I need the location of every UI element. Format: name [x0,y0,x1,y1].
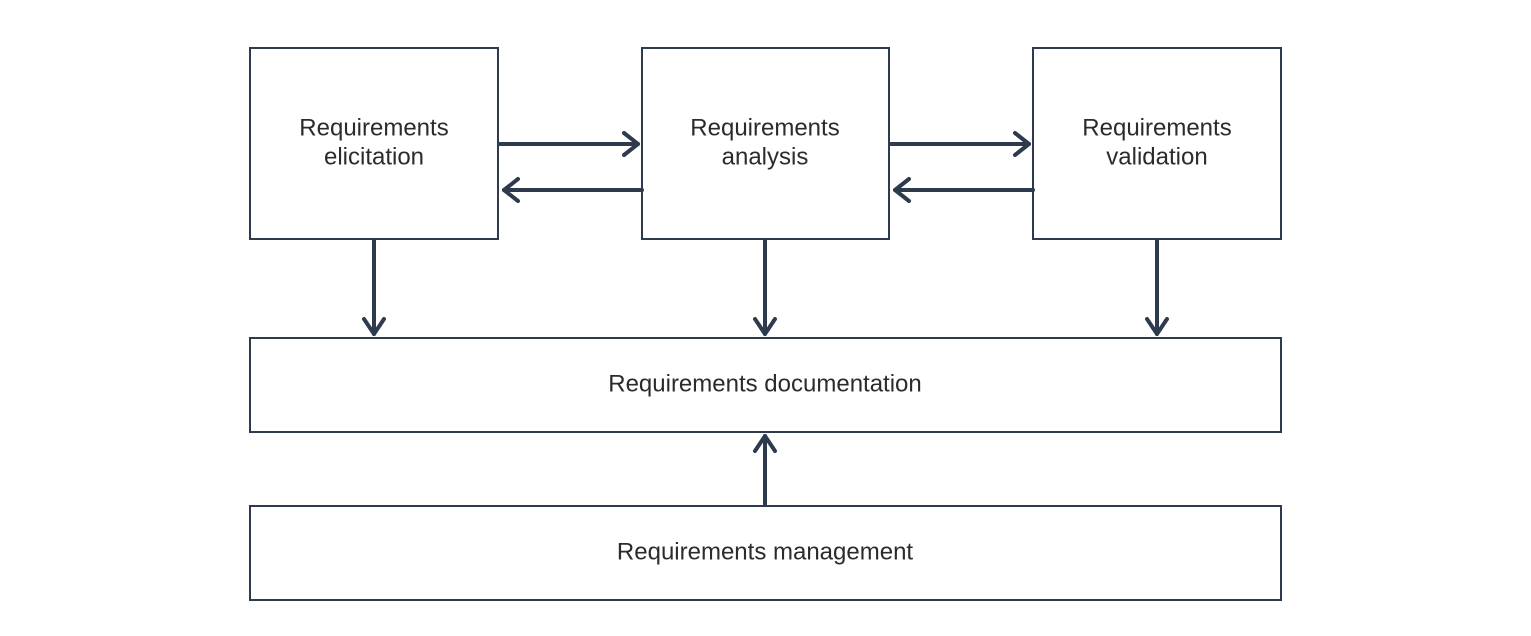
arrow-elicitation-to-analysis [498,131,640,157]
node-validation-label-line2: validation [1106,143,1207,170]
arrow-analysis-to-elicitation-head [502,177,520,203]
node-management-box [249,505,1282,601]
node-documentation-label: Requirements documentation [608,370,922,397]
arrow-analysis-to-documentation-head [753,317,777,336]
node-documentation: Requirements documentation [249,337,1282,433]
arrow-analysis-to-documentation [753,238,777,336]
arrow-elicitation-to-documentation [362,238,386,336]
arrow-elicitation-to-documentation-head [362,317,386,336]
node-validation-label-line1: Requirements [1082,114,1231,141]
arrow-validation-to-analysis-head [893,177,911,203]
node-analysis: Requirements analysis [641,47,890,240]
arrow-elicitation-to-analysis-head [622,131,640,157]
node-elicitation-label-line1: Requirements [299,114,448,141]
arrow-validation-to-documentation-head [1145,317,1169,336]
arrow-validation-to-analysis [893,177,1035,203]
node-analysis-label-line2: analysis [722,143,809,170]
node-analysis-box [641,47,890,240]
node-management: Requirements management [249,505,1282,601]
node-validation: Requirements validation [1032,47,1282,240]
arrow-management-to-documentation-head [753,434,777,453]
arrow-analysis-to-validation-head [1013,131,1031,157]
node-elicitation: Requirements elicitation [249,47,499,240]
arrow-analysis-to-elicitation [502,177,644,203]
node-validation-box [1032,47,1282,240]
node-management-label: Requirements management [617,538,913,565]
node-elicitation-box [249,47,499,240]
arrow-analysis-to-validation [889,131,1031,157]
node-elicitation-label-line2: elicitation [324,143,424,170]
arrow-validation-to-documentation [1145,238,1169,336]
node-analysis-label-line1: Requirements [690,114,839,141]
arrow-management-to-documentation [753,434,777,506]
node-documentation-box [249,337,1282,433]
